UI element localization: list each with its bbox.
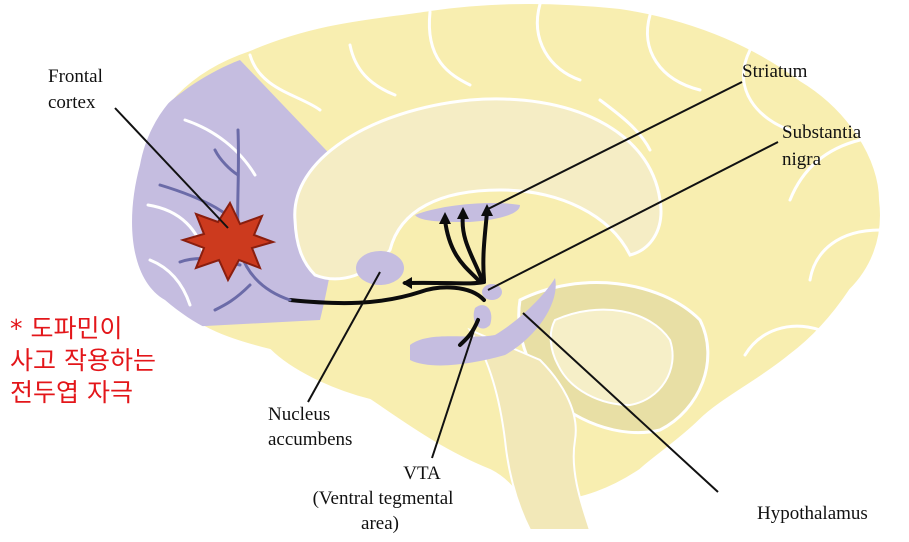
hypothalamus-label: Hypothalamus: [757, 503, 868, 524]
striatum-label: Striatum: [742, 61, 808, 82]
nucleus-accumbens-region: [356, 251, 404, 285]
substantia-nigra-region: [482, 284, 502, 300]
